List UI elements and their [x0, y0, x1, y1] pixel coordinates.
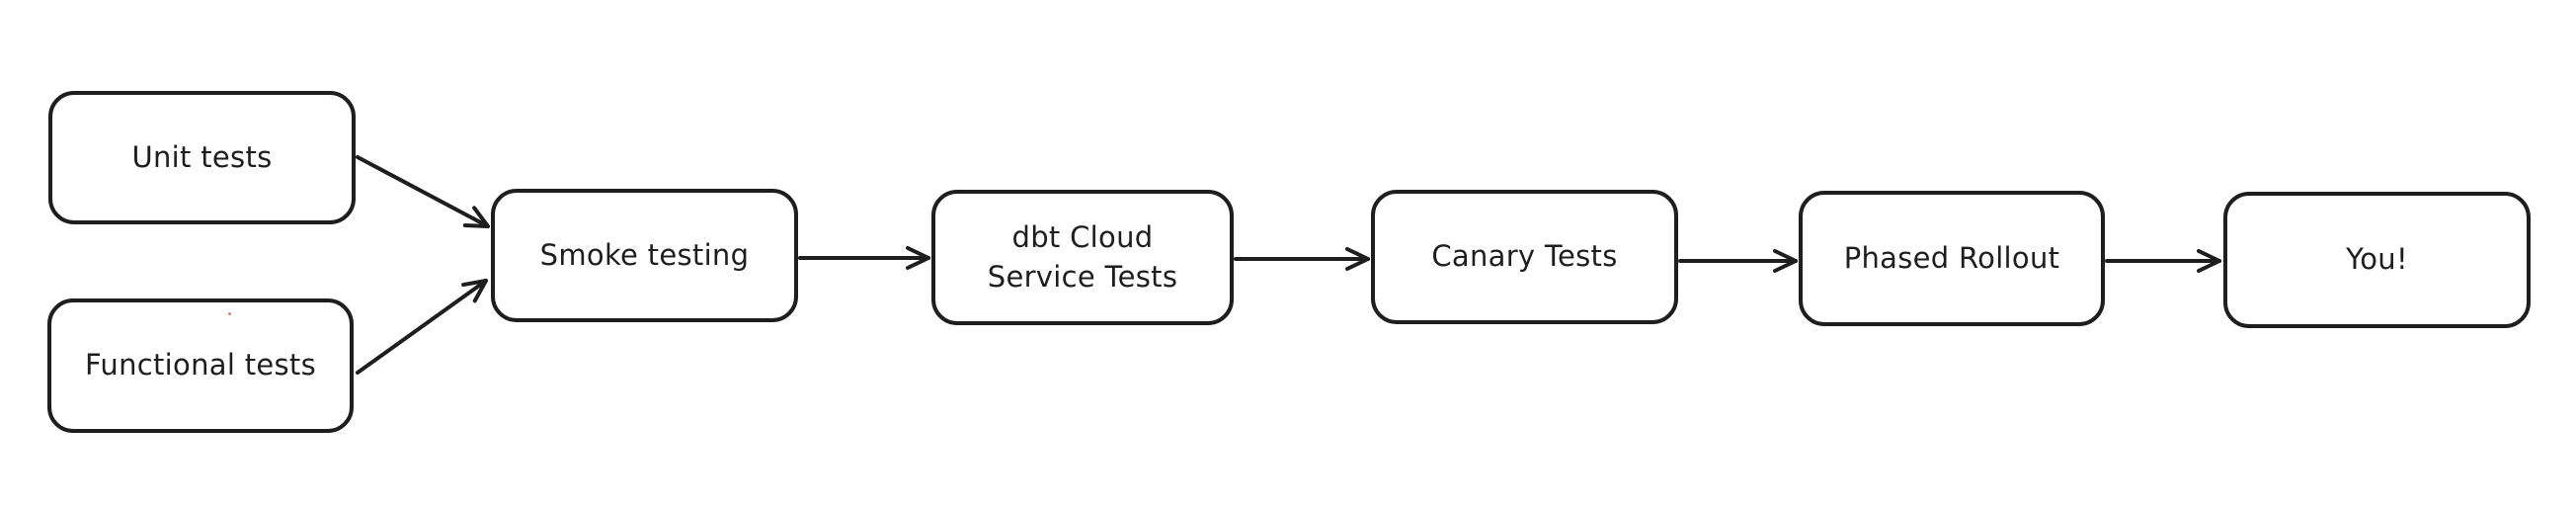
node-label: Unit tests — [131, 139, 273, 174]
node-dbt-cloud-service-tests: dbt Cloud Service Tests — [931, 190, 1234, 325]
node-unit-tests: Unit tests — [48, 91, 356, 224]
node-label: Smoke testing — [539, 237, 750, 272]
stray-red-dot — [228, 312, 231, 315]
node-label: Functional tests — [85, 348, 316, 382]
node-smoke-testing: Smoke testing — [491, 189, 798, 322]
node-label: Phased Rollout — [1843, 240, 2060, 275]
node-phased-rollout: Phased Rollout — [1799, 191, 2105, 326]
node-label: Canary Tests — [1431, 239, 1618, 274]
node-functional-tests: Functional tests — [47, 298, 354, 433]
node-you: You! — [2223, 192, 2531, 328]
edge-functional-tests-to-smoke-testing — [356, 279, 488, 375]
edge-unit-tests-to-smoke-testing — [356, 155, 490, 228]
node-label: dbt Cloud Service Tests — [987, 220, 1178, 294]
node-canary-tests: Canary Tests — [1371, 190, 1678, 324]
node-label: You! — [2346, 242, 2408, 277]
